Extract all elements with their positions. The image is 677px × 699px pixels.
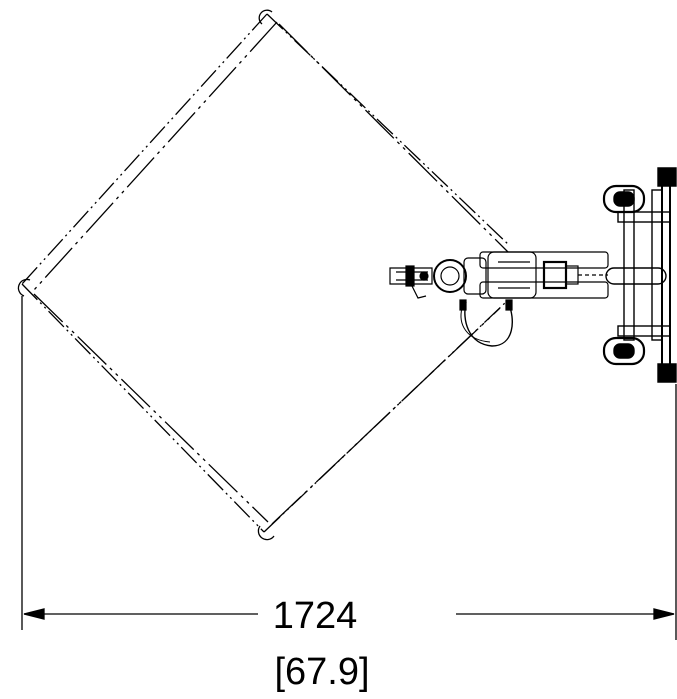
dimension-value-inches: [67.9]: [274, 651, 369, 693]
envelope-outer-upper-left: [21, 13, 268, 285]
arm-joint-block: [542, 260, 568, 290]
wheel-upper: [602, 184, 646, 214]
cable: [464, 301, 513, 347]
envelope-inner-upper-left: [33, 21, 278, 291]
arrowhead-right: [653, 608, 675, 620]
gripper-housing: [463, 257, 487, 295]
base-crossbar: [605, 267, 667, 285]
wheel-lower: [602, 336, 646, 366]
mobile-base: [602, 167, 677, 383]
reach-envelope: [17, 9, 511, 541]
envelope-tip-left: [17, 278, 31, 297]
dimension-annotation: [21, 296, 677, 640]
base-rail-left: [623, 189, 635, 341]
envelope-tip-bottom: [257, 525, 275, 541]
arm-base-body: [487, 251, 537, 299]
envelope-tip-top: [258, 9, 273, 25]
wrist-joint: [433, 259, 467, 293]
envelope-inner-lower-left: [33, 293, 269, 523]
envelope-inner-upper-right: [278, 23, 509, 253]
envelope-outer-lower-left: [21, 283, 265, 533]
arrowhead-left: [23, 608, 45, 620]
envelope-inner-lower-right: [271, 307, 501, 525]
robot-arm: [389, 251, 609, 347]
envelope-outer-upper-right: [266, 13, 511, 247]
dimension-value-mm: 1724: [273, 595, 358, 637]
